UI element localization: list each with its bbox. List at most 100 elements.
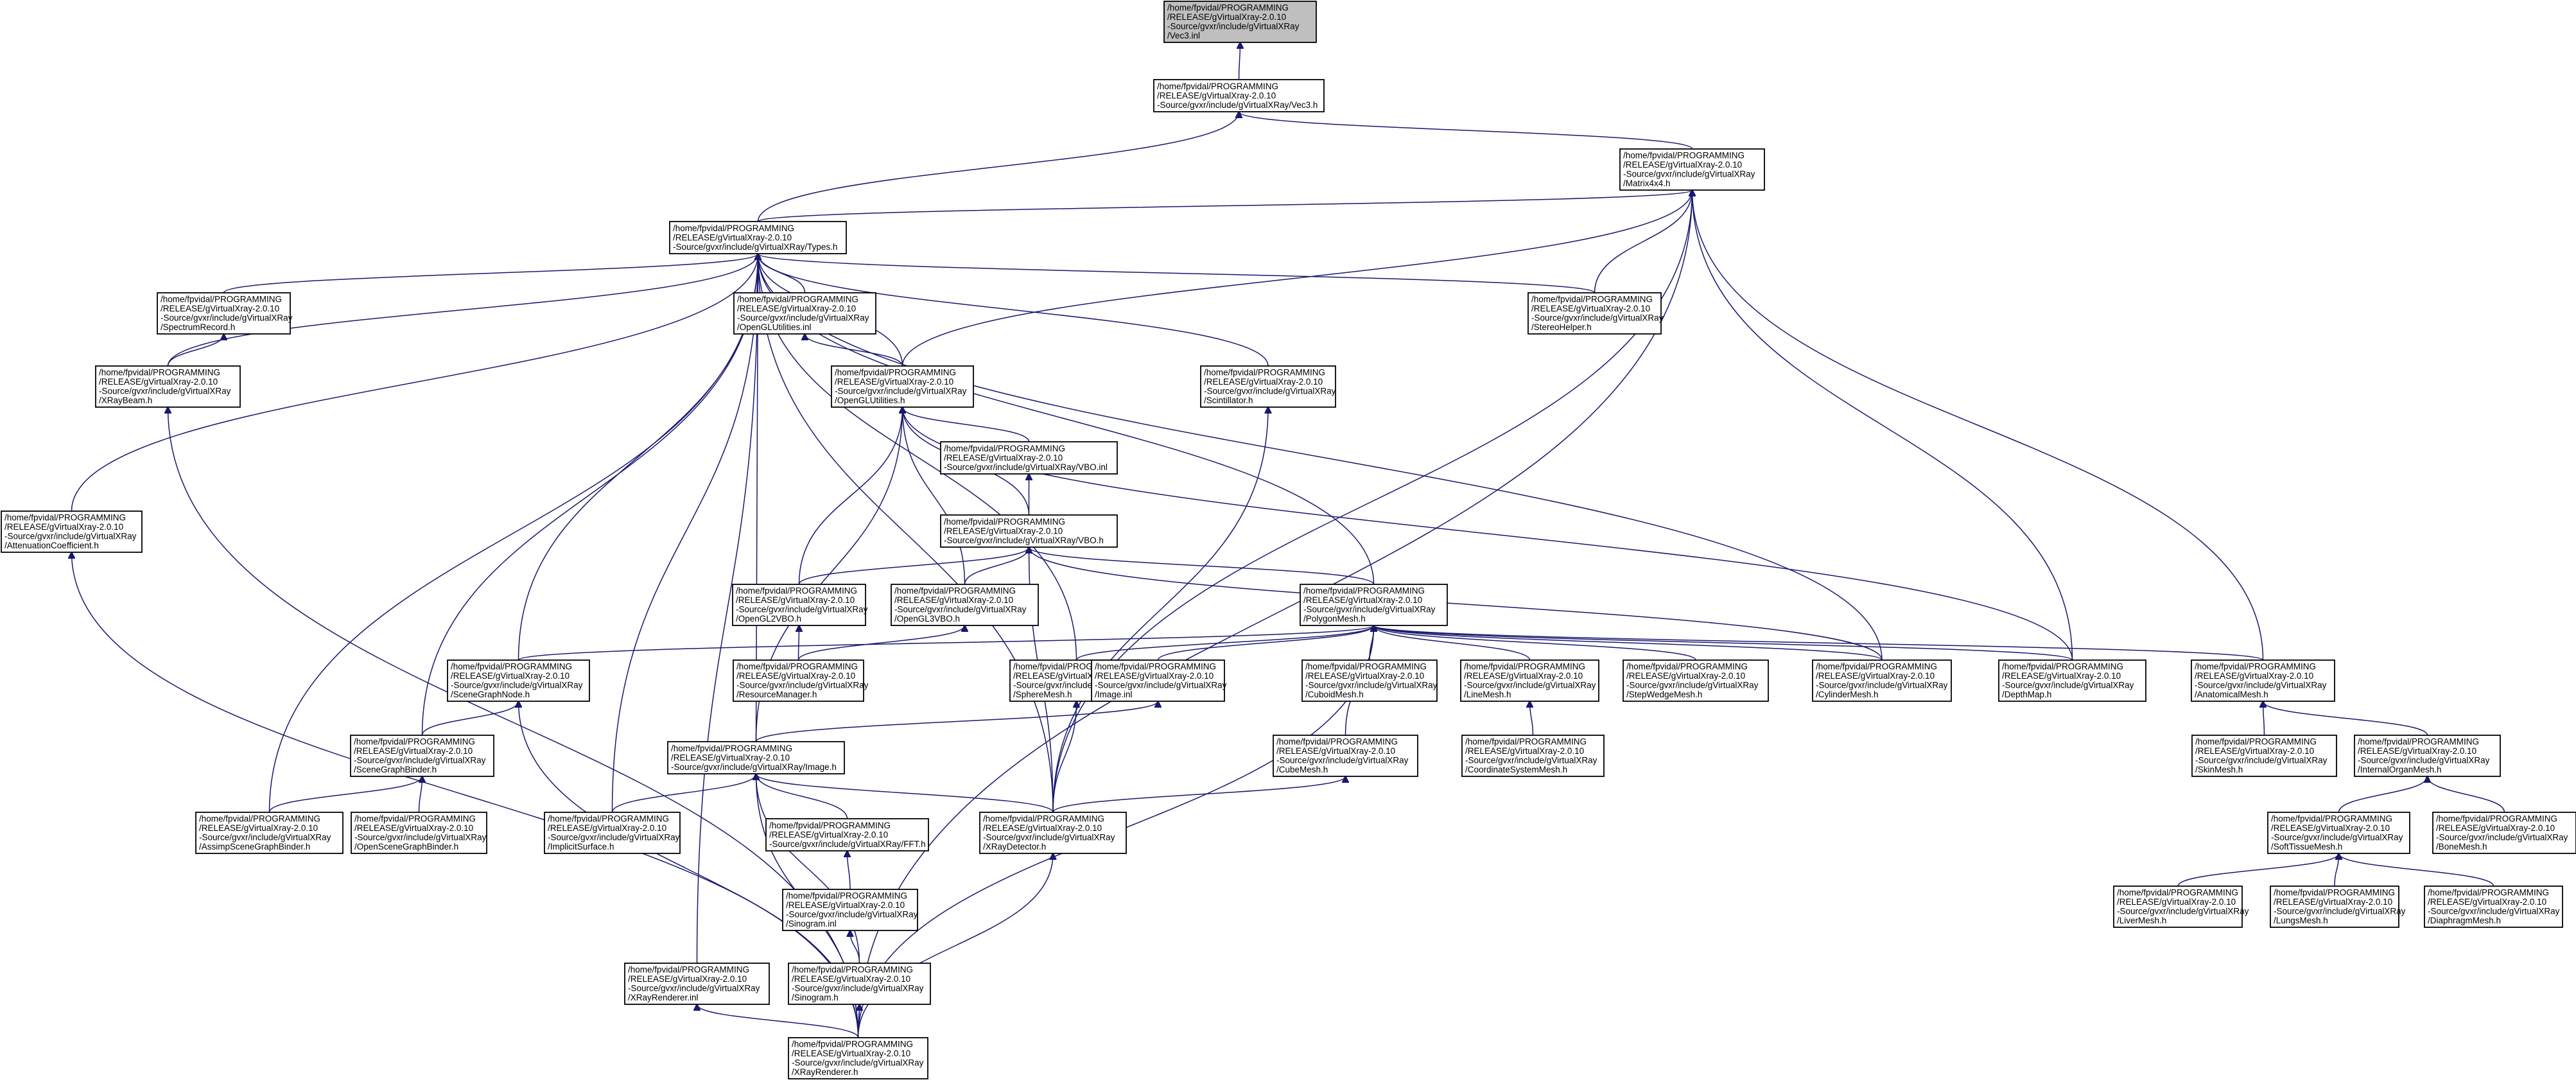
node-label-line: /RELEASE/gVirtualXray-2.0.10 [1464, 671, 1583, 681]
node-liver[interactable]: /home/fpvidal/PROGRAMMING/RELEASE/gVirtu… [2113, 886, 2249, 928]
node-label-line: /AssimpSceneGraphBinder.h [199, 842, 310, 851]
node-label-line: /AnatomicalMesh.h [2195, 690, 2268, 699]
node-cubemesh[interactable]: /home/fpvidal/PROGRAMMING/RELEASE/gVirtu… [1273, 735, 1418, 777]
node-label-line: /home/fpvidal/PROGRAMMING [2002, 662, 2123, 672]
node-label-line: /XRayBeam.h [99, 396, 152, 405]
node-resmgr[interactable]: /home/fpvidal/PROGRAMMING/RELEASE/gVirtu… [733, 659, 869, 702]
node-box [732, 584, 866, 626]
node-box [669, 221, 847, 254]
edge-sinogramh-to-sinograminl [850, 930, 860, 964]
node-rendererinl[interactable]: /home/fpvidal/PROGRAMMING/RELEASE/gVirtu… [624, 963, 770, 1005]
node-label-line: -Source/gvxr/include/gVirtualXRay [736, 605, 868, 615]
node-label-line: /home/fpvidal/PROGRAMMING [1464, 662, 1585, 672]
node-box [2267, 812, 2410, 854]
node-imageh[interactable]: /home/fpvidal/PROGRAMMING/RELEASE/gVirtu… [667, 741, 845, 774]
node-label-line: -Source/gvxr/include/gVirtualXRay [354, 756, 486, 765]
node-stepwedge[interactable]: /home/fpvidal/PROGRAMMING/RELEASE/gVirtu… [1623, 659, 1769, 702]
edge-coordsys-to-linemesh [1530, 701, 1534, 736]
node-sinograminl[interactable]: /home/fpvidal/PROGRAMMING/RELEASE/gVirtu… [782, 889, 918, 931]
node-label-line: -Source/gvxr/include/gVirtualXRay [736, 681, 869, 690]
edge-internal-to-anatomical [2263, 701, 2428, 736]
node-vec3inl[interactable]: /home/fpvidal/PROGRAMMING/RELEASE/gVirtu… [1163, 1, 1317, 43]
edge-types-to-matrix4x4 [757, 190, 1693, 222]
node-box [733, 292, 876, 335]
node-label-line: -Source/gvxr/include/gVirtualXRay [786, 910, 918, 920]
node-linemesh[interactable]: /home/fpvidal/PROGRAMMING/RELEASE/gVirtu… [1460, 659, 1599, 702]
node-xraybeam[interactable]: /home/fpvidal/PROGRAMMING/RELEASE/gVirtu… [95, 365, 241, 408]
node-cylinder[interactable]: /home/fpvidal/PROGRAMMING/RELEASE/gVirtu… [1812, 659, 1952, 702]
node-spectrum[interactable]: /home/fpvidal/PROGRAMMING/RELEASE/gVirtu… [157, 292, 293, 335]
edge-ogl2vbo-to-oglutil [798, 407, 903, 585]
node-cuboid[interactable]: /home/fpvidal/PROGRAMMING/RELEASE/gVirtu… [1301, 659, 1438, 702]
node-stereo[interactable]: /home/fpvidal/PROGRAMMING/RELEASE/gVirtu… [1527, 292, 1664, 335]
node-internal[interactable]: /home/fpvidal/PROGRAMMING/RELEASE/gVirtu… [2354, 735, 2501, 777]
node-label-line: /RELEASE/gVirtualXray-2.0.10 [1157, 91, 1276, 100]
node-coordsys[interactable]: /home/fpvidal/PROGRAMMING/RELEASE/gVirtu… [1461, 735, 1605, 777]
node-label-line: -Source/gvxr/include/gVirtualXRay [1464, 681, 1596, 690]
node-ogl3vbo[interactable]: /home/fpvidal/PROGRAMMING/RELEASE/gVirtu… [891, 584, 1039, 626]
node-label-line: /home/fpvidal/PROGRAMMING [671, 744, 792, 753]
node-label-line: /RELEASE/gVirtualXray-2.0.10 [354, 746, 473, 756]
node-label-line: /SceneGraphNode.h [451, 690, 530, 699]
node-scint[interactable]: /home/fpvidal/PROGRAMMING/RELEASE/gVirtu… [1200, 365, 1336, 408]
node-sinogramh[interactable]: /home/fpvidal/PROGRAMMING/RELEASE/gVirtu… [788, 963, 931, 1005]
node-label-line: /home/fpvidal/PROGRAMMING [2428, 888, 2549, 898]
node-label-line: /RELEASE/gVirtualXray-2.0.10 [1276, 746, 1395, 756]
node-label-line: /CoordinateSystemMesh.h [1465, 765, 1567, 774]
node-imageinl[interactable]: /home/fpvidal/PROGRAMMING/RELEASE/gVirtu… [1091, 659, 1227, 702]
node-matrix4x4[interactable]: /home/fpvidal/PROGRAMMING/RELEASE/gVirtu… [1619, 148, 1765, 191]
node-label-line: /Scintillator.h [1204, 396, 1253, 405]
node-vboh[interactable]: /home/fpvidal/PROGRAMMING/RELEASE/gVirtu… [940, 514, 1118, 548]
edge-renderer-to-atten [72, 552, 859, 1038]
node-label-line: /RELEASE/gVirtualXray-2.0.10 [1204, 377, 1323, 387]
edge-detector-to-scint [1052, 407, 1268, 813]
node-label-line: /RELEASE/gVirtualXray-2.0.10 [4, 522, 123, 532]
edge-detector-to-types [758, 254, 1054, 813]
node-oglutil[interactable]: /home/fpvidal/PROGRAMMING/RELEASE/gVirtu… [831, 365, 974, 408]
node-vec3h[interactable]: /home/fpvidal/PROGRAMMING/RELEASE/gVirtu… [1153, 79, 1325, 112]
node-bone[interactable]: /home/fpvidal/PROGRAMMING/RELEASE/gVirtu… [2432, 812, 2576, 854]
node-oglutilinl[interactable]: /home/fpvidal/PROGRAMMING/RELEASE/gVirtu… [733, 292, 876, 335]
node-detector[interactable]: /home/fpvidal/PROGRAMMING/RELEASE/gVirtu… [979, 812, 1127, 854]
node-label-line: /RELEASE/gVirtualXray-2.0.10 [2274, 897, 2392, 907]
node-ogl2vbo[interactable]: /home/fpvidal/PROGRAMMING/RELEASE/gVirtu… [732, 584, 868, 626]
node-label-line: /XRayRenderer.h [792, 1067, 858, 1077]
node-diaphragm[interactable]: /home/fpvidal/PROGRAMMING/RELEASE/gVirtu… [2424, 886, 2563, 928]
node-box [1461, 735, 1605, 777]
node-label-line: /RELEASE/gVirtualXray-2.0.10 [737, 304, 856, 313]
node-label-line: /home/fpvidal/PROGRAMMING [736, 662, 858, 672]
node-osgbinder[interactable]: /home/fpvidal/PROGRAMMING/RELEASE/gVirtu… [351, 812, 487, 854]
node-label-line: /home/fpvidal/PROGRAMMING [673, 223, 794, 233]
node-polygon[interactable]: /home/fpvidal/PROGRAMMING/RELEASE/gVirtu… [1300, 584, 1448, 626]
node-depthmap[interactable]: /home/fpvidal/PROGRAMMING/RELEASE/gVirtu… [1998, 659, 2146, 702]
node-label-line: /home/fpvidal/PROGRAMMING [2274, 888, 2395, 898]
node-label-line: /RELEASE/gVirtualXray-2.0.10 [671, 753, 790, 762]
node-label-line: /home/fpvidal/PROGRAMMING [769, 821, 891, 830]
node-label-line: /home/fpvidal/PROGRAMMING [835, 368, 956, 378]
node-label-line: /RELEASE/gVirtualXray-2.0.10 [894, 595, 1013, 605]
node-fft[interactable]: /home/fpvidal/PROGRAMMING/RELEASE/gVirtu… [765, 818, 929, 851]
edge-spectrum-to-types [223, 254, 758, 293]
node-scenenode[interactable]: /home/fpvidal/PROGRAMMING/RELEASE/gVirtu… [447, 659, 590, 702]
node-skin[interactable]: /home/fpvidal/PROGRAMMING/RELEASE/gVirtu… [2191, 735, 2337, 777]
edge-rendererinl-to-types [696, 254, 758, 964]
node-softtissue[interactable]: /home/fpvidal/PROGRAMMING/RELEASE/gVirtu… [2267, 812, 2410, 854]
node-assimp[interactable]: /home/fpvidal/PROGRAMMING/RELEASE/gVirtu… [195, 812, 344, 854]
node-label-line: -Source/gvxr/include/gVirtualXRay [2358, 756, 2490, 765]
node-anatomical[interactable]: /home/fpvidal/PROGRAMMING/RELEASE/gVirtu… [2191, 659, 2335, 702]
node-scenebinder[interactable]: /home/fpvidal/PROGRAMMING/RELEASE/gVirtu… [350, 735, 494, 777]
node-lungs[interactable]: /home/fpvidal/PROGRAMMING/RELEASE/gVirtu… [2270, 886, 2406, 928]
node-vboinl[interactable]: /home/fpvidal/PROGRAMMING/RELEASE/gVirtu… [940, 441, 1118, 475]
node-types[interactable]: /home/fpvidal/PROGRAMMING/RELEASE/gVirtu… [669, 221, 847, 254]
node-label-line: -Source/gvxr/include/gVirtualXRay [1623, 170, 1755, 179]
node-box [979, 812, 1127, 854]
node-label-line: -Source/gvxr/include/gVirtualXRay [2117, 907, 2249, 916]
node-label-line: /RELEASE/gVirtualXray-2.0.10 [161, 304, 279, 313]
edge-oglutil-to-matrix4x4 [901, 190, 1693, 367]
node-renderer[interactable]: /home/fpvidal/PROGRAMMING/RELEASE/gVirtu… [788, 1037, 928, 1079]
node-implicit[interactable]: /home/fpvidal/PROGRAMMING/RELEASE/gVirtu… [544, 812, 681, 854]
node-label-line: /home/fpvidal/PROGRAMMING [1204, 368, 1325, 378]
node-label-line: /RELEASE/gVirtualXray-2.0.10 [1095, 671, 1214, 681]
node-atten[interactable]: /home/fpvidal/PROGRAMMING/RELEASE/gVirtu… [1, 511, 143, 553]
node-box [788, 963, 931, 1005]
